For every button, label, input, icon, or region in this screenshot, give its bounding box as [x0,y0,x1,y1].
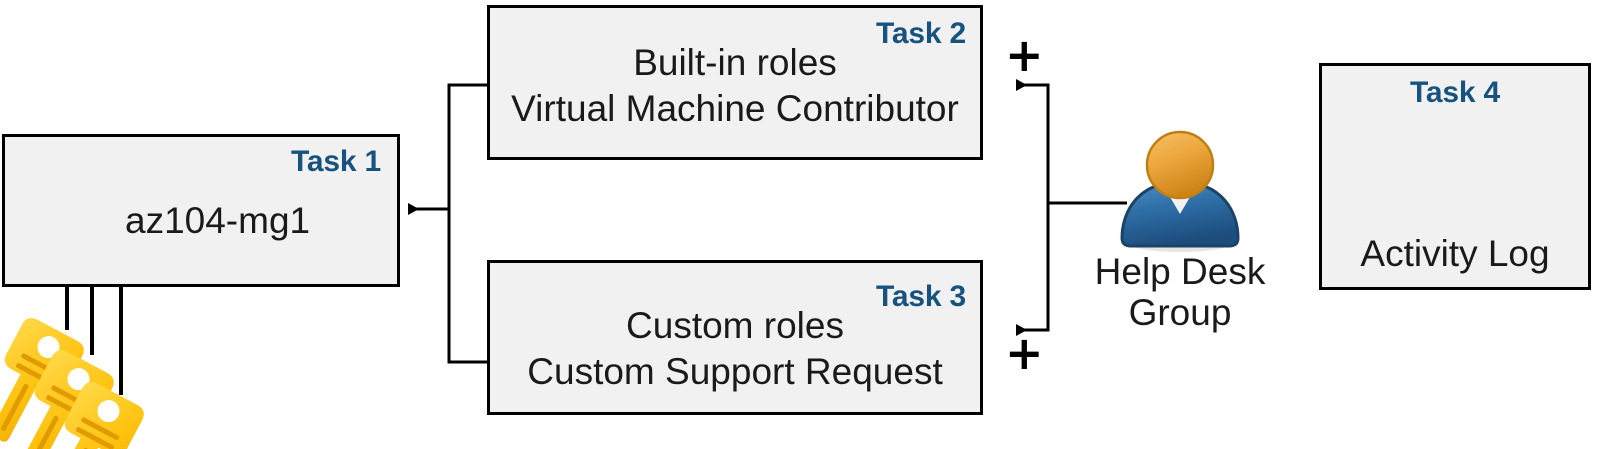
task-1-text: az104-mg1 [125,200,311,241]
task-4-box[interactable]: Task 4 Activity Log [1319,63,1591,290]
task-2-line-2: Virtual Machine Contributor [511,88,959,129]
task-2-line-1: Built-in roles [633,42,837,83]
keys-icon [0,318,144,449]
task-4-label: Task 4 [1410,76,1500,109]
task-3-line-1: Custom roles [626,305,844,346]
help-desk-group-line-2: Group [1128,292,1232,334]
user-group-icon [1120,130,1240,252]
help-desk-group-line-1: Help Desk [1094,251,1266,292]
plus-sign-bottom: + [1005,326,1044,380]
task-1-box[interactable]: Task 1 az104-mg1 [2,134,400,287]
help-desk-group-label: Help Desk Group [1060,251,1300,334]
task-1-label: Task 1 [291,145,381,178]
task-2-label: Task 2 [876,17,966,50]
plus-sign-top: + [1005,28,1044,82]
task-2-box[interactable]: Task 2 Built-in roles Virtual Machine Co… [487,5,983,160]
task-3-label: Task 3 [876,280,966,313]
task-3-box[interactable]: Task 3 Custom roles Custom Support Reque… [487,260,983,415]
task-3-line-2: Custom Support Request [527,351,943,392]
task-4-text: Activity Log [1360,233,1550,274]
connector-roles-to-management-group [408,83,487,364]
